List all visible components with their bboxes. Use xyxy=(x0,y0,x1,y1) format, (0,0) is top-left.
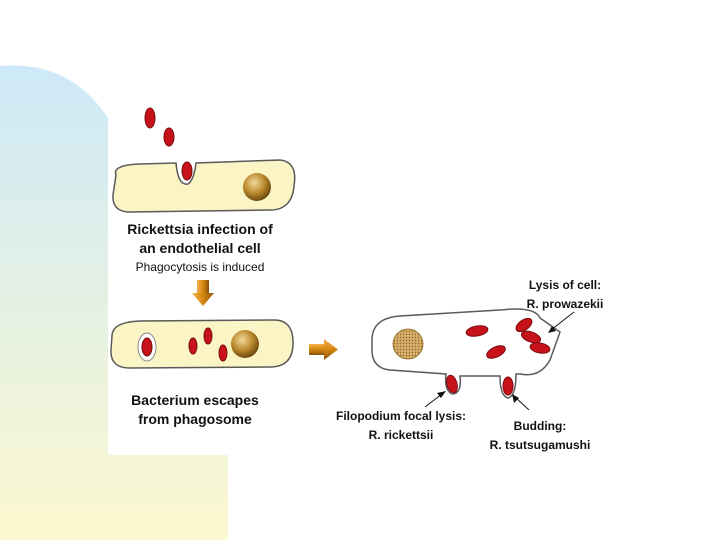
lysis-line1: Lysis of cell: xyxy=(528,278,602,292)
nucleus-dotted xyxy=(392,328,424,360)
pointer-arrow-icon xyxy=(512,394,530,411)
nucleus xyxy=(243,173,271,201)
down-arrow-icon xyxy=(192,280,214,306)
bacterium xyxy=(203,327,213,345)
step1-title: Rickettsia infection of an endothelial c… xyxy=(120,220,280,258)
lysis-line2: R. prowazekii xyxy=(526,297,604,311)
bacterium xyxy=(529,342,551,354)
filopodium-label: Filopodium focal lysis: R. rickettsii xyxy=(326,407,476,445)
bacterium xyxy=(502,376,514,396)
step1-title-line1: Rickettsia infection of xyxy=(127,221,273,237)
bacterium xyxy=(141,337,153,357)
step2-line2: from phagosome xyxy=(138,411,252,427)
bacterium xyxy=(144,107,156,129)
budding-line2: R. tsutsugamushi xyxy=(489,438,591,452)
nucleus xyxy=(231,330,259,358)
budding-line1: Budding: xyxy=(513,419,567,433)
step1-subtitle: Phagocytosis is induced xyxy=(135,260,265,274)
bacterium xyxy=(181,161,193,181)
bacterium xyxy=(520,330,542,344)
right-arrow-icon xyxy=(309,339,338,360)
step2-title: Bacterium escapes from phagosome xyxy=(115,391,275,429)
pointer-arrow-icon xyxy=(548,311,575,333)
pointer-arrow-icon xyxy=(424,391,446,408)
bacterium xyxy=(163,127,175,147)
bacterium xyxy=(465,325,489,337)
bacterium xyxy=(515,317,533,333)
step2-line1: Bacterium escapes xyxy=(131,392,259,408)
bacterium xyxy=(218,344,228,362)
budding-label: Budding: R. tsutsugamushi xyxy=(480,417,600,455)
bacterium xyxy=(188,337,198,355)
bacterium xyxy=(486,345,506,359)
step1-title-line2: an endothelial cell xyxy=(139,240,261,256)
filopodium-line2: R. rickettsii xyxy=(368,428,434,442)
lysis-label: Lysis of cell: R. prowazekii xyxy=(510,276,620,314)
endothelial-cell-1 xyxy=(112,159,296,213)
filopodium-line1: Filopodium focal lysis: xyxy=(335,409,466,423)
lysing-cell xyxy=(371,308,561,399)
bacterium xyxy=(446,374,458,394)
